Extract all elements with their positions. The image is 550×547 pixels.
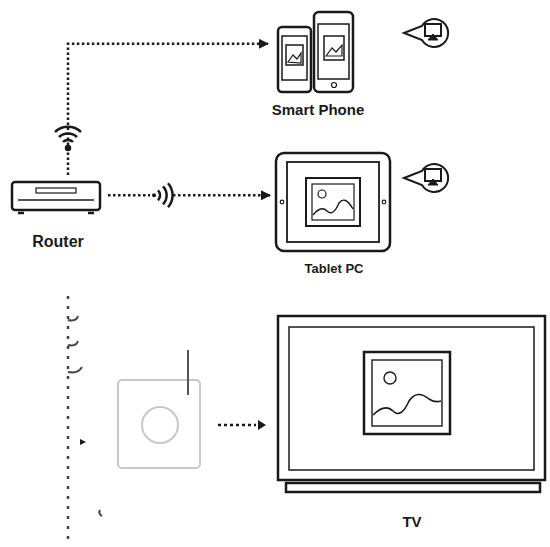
device-node: Router [8,175,108,253]
phone-icon [278,12,353,92]
tablet-icon [276,153,390,251]
device-label: TV [402,514,421,531]
device-node: Smart Phone [268,8,368,120]
wireless-link [108,194,270,197]
device-node: TV [276,312,548,532]
tv-icon [278,316,545,492]
device-node: Tablet PC [270,150,398,278]
dongle-icon [68,296,266,545]
wireless-link [68,44,268,175]
device-label: Router [32,233,84,251]
airplay-badge [404,19,448,47]
router-icon [12,182,100,213]
device-label: Smart Phone [272,102,365,119]
airplay-badge [404,164,448,192]
device-label: Tablet PC [305,262,364,276]
wifi-symbol [150,181,173,209]
